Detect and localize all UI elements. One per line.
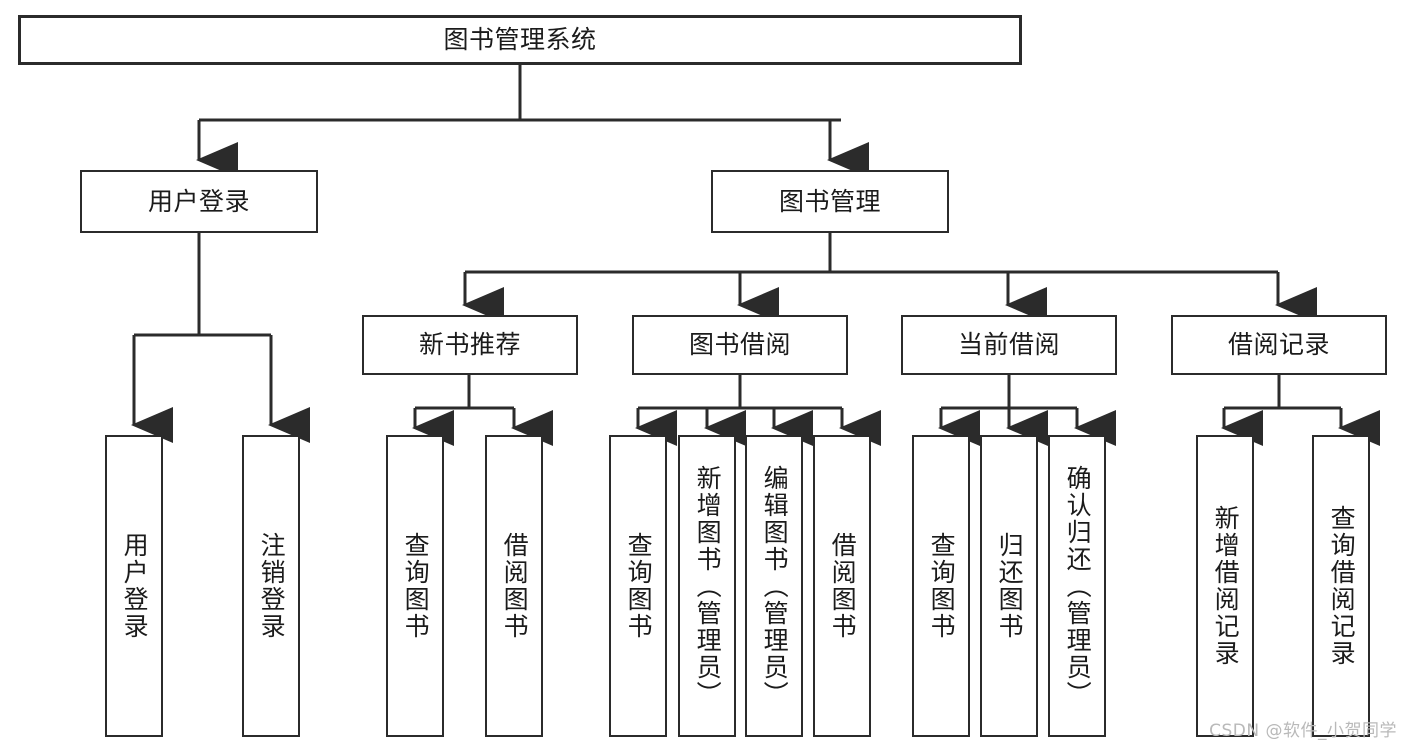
leaf-current-borrow-return-book[interactable]: 归还图书 xyxy=(980,435,1038,737)
node-label: 用户登录 xyxy=(147,186,250,216)
leaf-borrow-record-query-record[interactable]: 查询借阅记录 xyxy=(1312,435,1370,737)
node-label: 图书管理系统 xyxy=(443,25,597,55)
watermark: CSDN @软件_小贺同学 xyxy=(1209,721,1397,741)
node-label: 注销登录 xyxy=(257,532,287,640)
node-label: 新增图书（管理员） xyxy=(693,464,723,708)
node-label: 查询图书 xyxy=(401,532,431,640)
node-borrow-record[interactable]: 借阅记录 xyxy=(1171,315,1387,375)
node-label: 图书借阅 xyxy=(688,330,791,360)
leaf-book-borrow-add-book-admin[interactable]: 新增图书（管理员） xyxy=(678,435,736,737)
node-label: 新增借阅记录 xyxy=(1211,505,1241,667)
leaf-current-borrow-confirm-return-admin[interactable]: 确认归还（管理员） xyxy=(1048,435,1106,737)
node-label: 编辑图书（管理员） xyxy=(760,464,790,708)
node-label: 确认归还（管理员） xyxy=(1063,464,1093,708)
node-user-login[interactable]: 用户登录 xyxy=(80,170,318,233)
node-label: 归还图书 xyxy=(995,532,1025,640)
node-label: 当前借阅 xyxy=(957,330,1060,360)
leaf-borrow-record-add-record[interactable]: 新增借阅记录 xyxy=(1196,435,1254,737)
node-label: 查询图书 xyxy=(624,532,654,640)
leaf-book-borrow-edit-book-admin[interactable]: 编辑图书（管理员） xyxy=(745,435,803,737)
node-label: 图书管理 xyxy=(778,186,881,216)
node-current-borrow[interactable]: 当前借阅 xyxy=(901,315,1117,375)
node-label: 新书推荐 xyxy=(418,330,521,360)
leaf-current-borrow-query-book[interactable]: 查询图书 xyxy=(912,435,970,737)
leaf-book-borrow-query-book[interactable]: 查询图书 xyxy=(609,435,667,737)
leaf-new-book-borrow-book[interactable]: 借阅图书 xyxy=(485,435,543,737)
node-label: 借阅图书 xyxy=(828,532,858,640)
node-label: 借阅图书 xyxy=(500,532,530,640)
leaf-new-book-query-book[interactable]: 查询图书 xyxy=(386,435,444,737)
leaf-user-login-login[interactable]: 用户登录 xyxy=(105,435,163,737)
node-new-book-recommend[interactable]: 新书推荐 xyxy=(362,315,578,375)
leaf-book-borrow-borrow-book[interactable]: 借阅图书 xyxy=(813,435,871,737)
leaf-user-login-logout[interactable]: 注销登录 xyxy=(242,435,300,737)
node-book-management[interactable]: 图书管理 xyxy=(711,170,949,233)
node-label: 查询借阅记录 xyxy=(1327,505,1357,667)
node-label: 借阅记录 xyxy=(1227,330,1330,360)
node-root-book-management-system[interactable]: 图书管理系统 xyxy=(18,15,1022,65)
node-label: 用户登录 xyxy=(120,532,150,640)
node-label: 查询图书 xyxy=(927,532,957,640)
node-book-borrow[interactable]: 图书借阅 xyxy=(632,315,848,375)
